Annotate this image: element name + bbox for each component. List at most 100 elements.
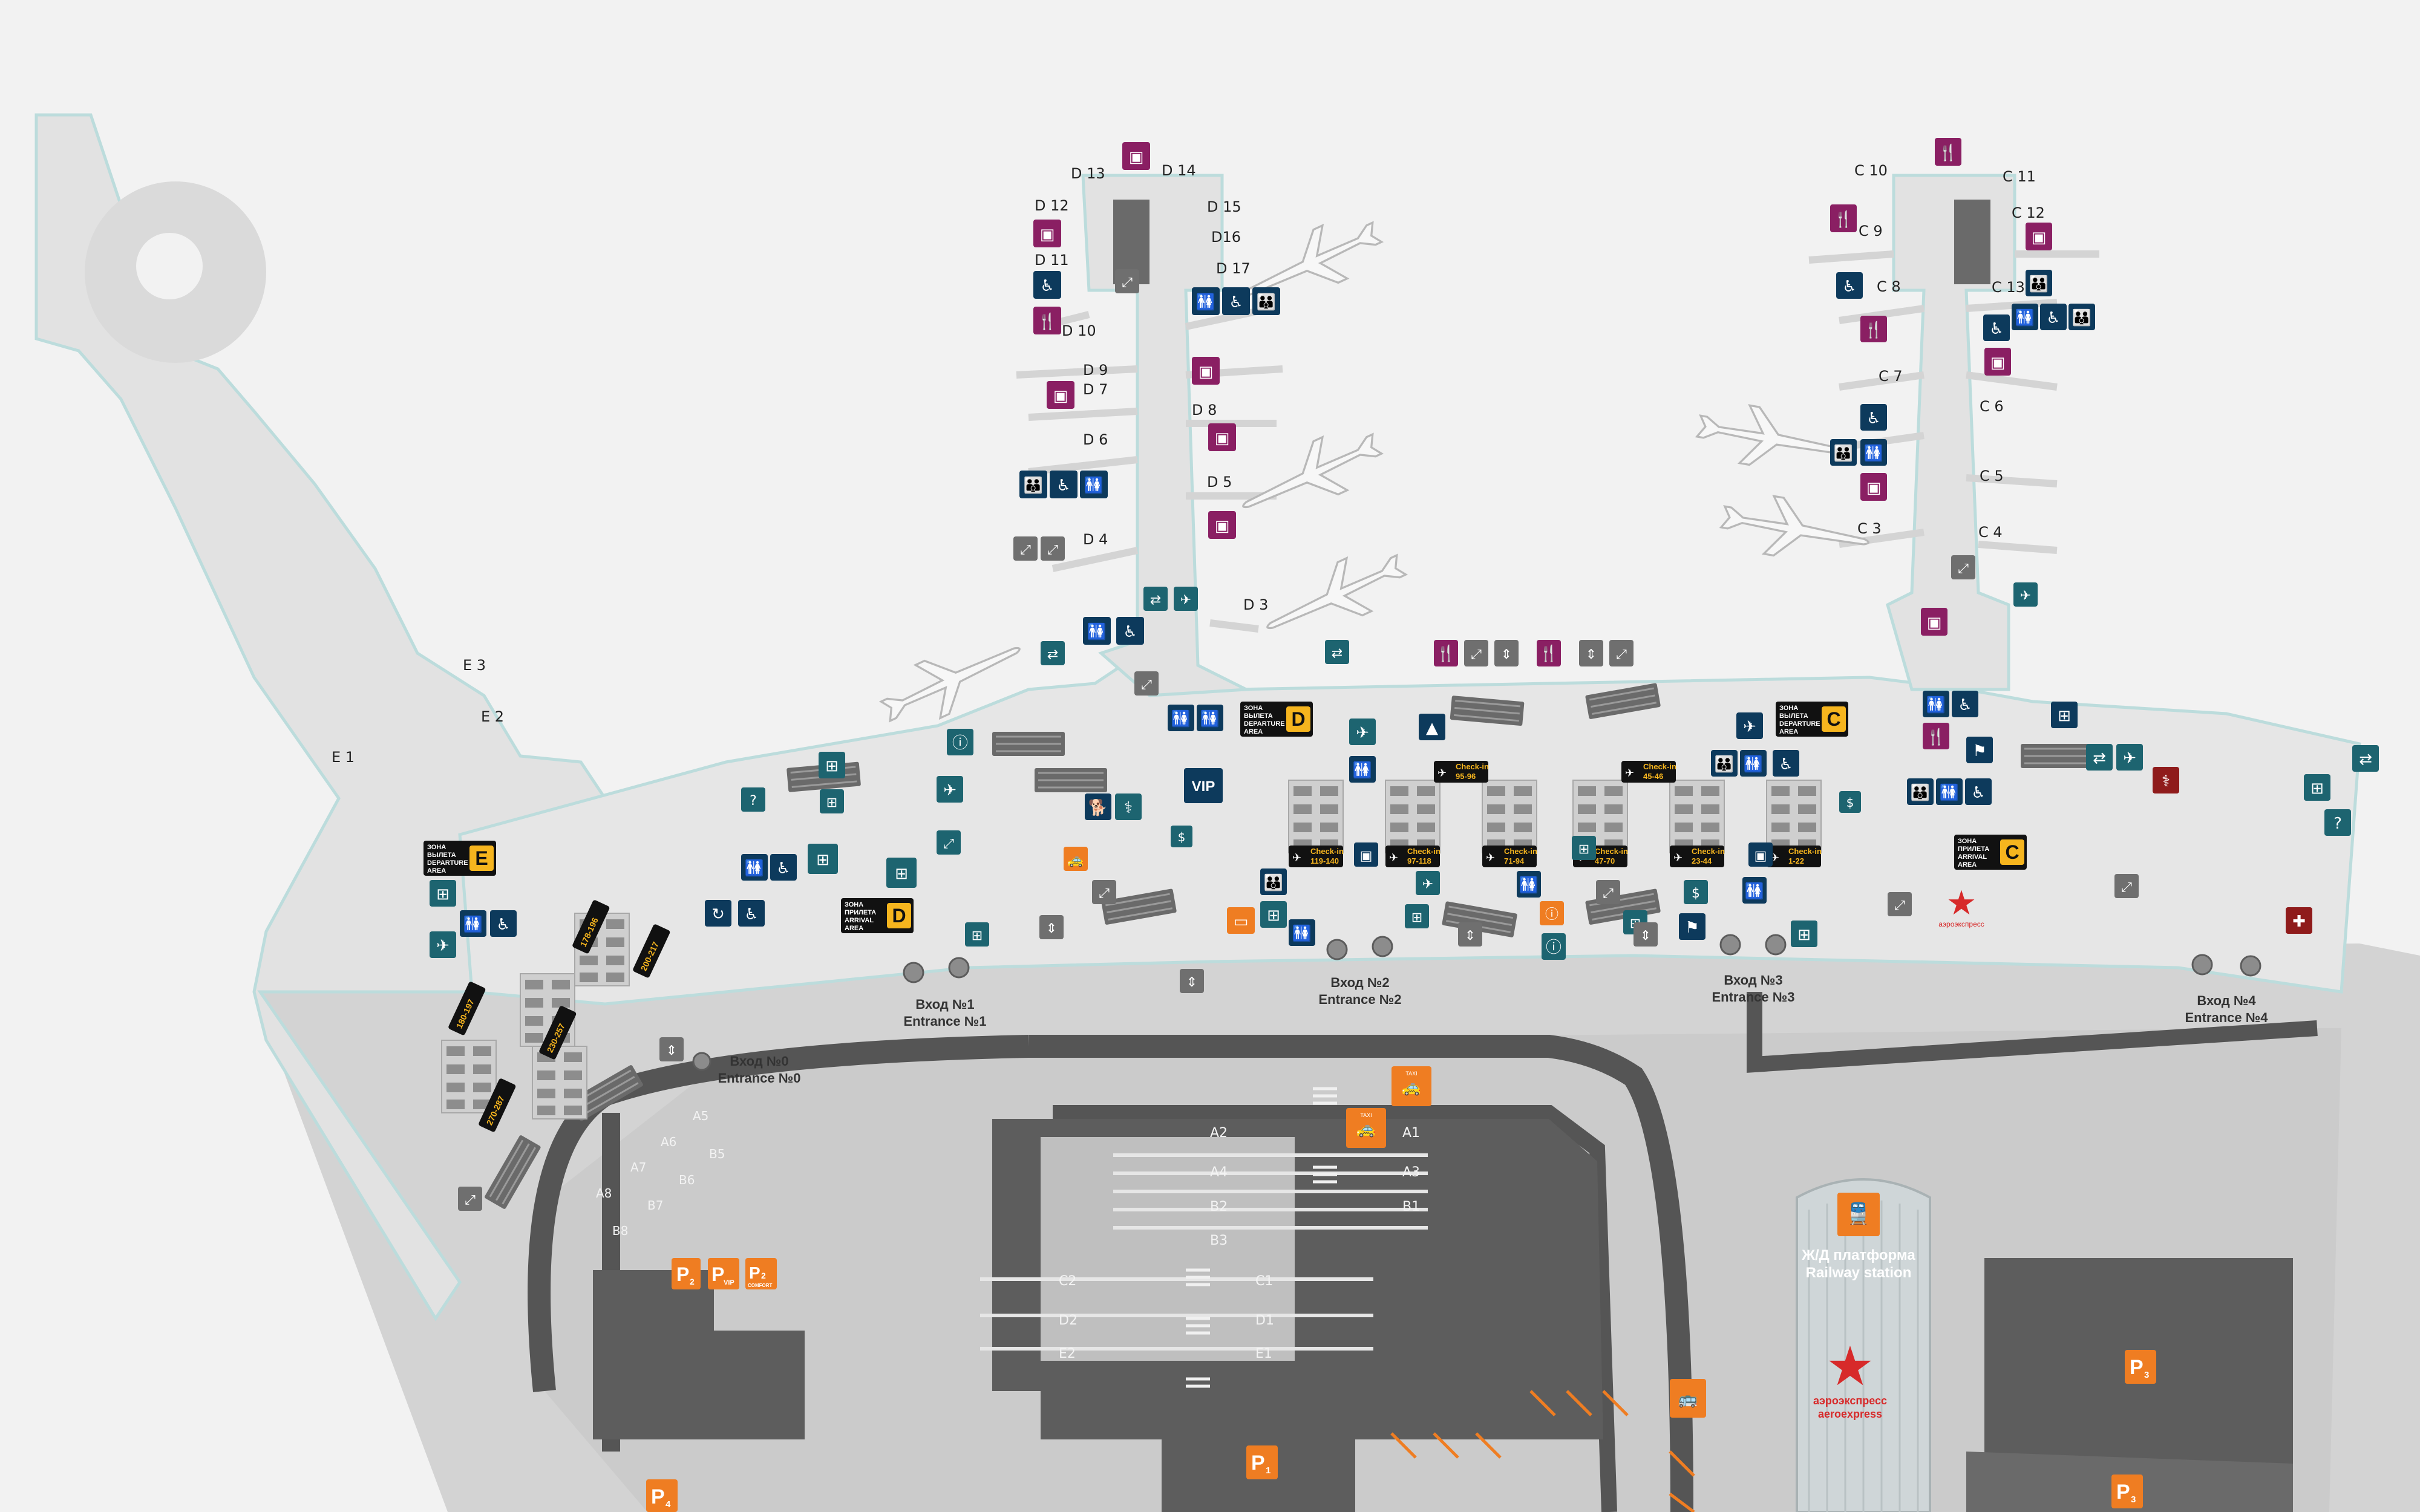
lost-found-icon[interactable]: ⊞ xyxy=(1572,836,1596,860)
baggage-claim-icon[interactable]: ⊞ xyxy=(886,858,917,888)
luggage-cart-icon[interactable]: ⊞ xyxy=(1791,921,1817,947)
atm-icon[interactable]: $ xyxy=(1171,826,1192,847)
elevator-icon[interactable]: ⇕ xyxy=(1039,915,1064,939)
mother-child-icon[interactable]: 👪 xyxy=(1830,439,1857,466)
escalator-icon[interactable]: ⤢ xyxy=(1888,892,1912,916)
toilet-icon[interactable]: 🚻 xyxy=(1168,705,1194,731)
toilet-icon[interactable]: 🚻 xyxy=(741,854,768,881)
transfer-icon[interactable]: ⇄ xyxy=(1041,641,1065,665)
escalator-icon[interactable]: ⤢ xyxy=(2114,874,2139,898)
toilet-icon[interactable]: 🚻 xyxy=(1860,439,1887,466)
luggage-cart-icon[interactable]: ⊞ xyxy=(430,880,456,907)
lost-found-icon[interactable]: ? xyxy=(741,787,765,812)
toilet-icon[interactable]: 🚻 xyxy=(1197,705,1223,731)
info-icon[interactable]: ⓘ xyxy=(947,729,973,755)
departures-icon[interactable]: ✈ xyxy=(1349,719,1376,745)
baggage-claim-icon[interactable]: ⇄ xyxy=(2352,745,2379,772)
luggage-cart-icon[interactable]: ⊞ xyxy=(965,922,989,947)
shop-icon[interactable]: ▲ xyxy=(1419,714,1445,740)
escalator-icon[interactable]: ⤢ xyxy=(1115,269,1139,293)
entrance-doors[interactable] xyxy=(692,934,2261,1071)
restaurant-icon[interactable]: 🍴 xyxy=(1923,723,1949,749)
elevator-icon[interactable]: ⇕ xyxy=(1494,640,1519,666)
wheelchair-icon[interactable]: ♿ xyxy=(770,854,797,881)
elevator-icon[interactable]: ⇕ xyxy=(1180,969,1204,993)
toilet-icon[interactable]: 🚻 xyxy=(1083,617,1111,645)
restaurant-icon[interactable]: 🍴 xyxy=(1830,204,1857,232)
atm-icon[interactable]: ▣ xyxy=(1748,842,1773,867)
wheelchair-icon[interactable]: ♿ xyxy=(1836,272,1863,299)
toilet-icon[interactable]: 🚻 xyxy=(1740,750,1767,777)
train-icon[interactable]: 🚆 xyxy=(1837,1193,1880,1236)
wheelchair-icon[interactable]: ♿ xyxy=(1860,404,1887,431)
departures-icon[interactable]: ✈ xyxy=(1736,712,1763,739)
mother-child-icon[interactable]: 👪 xyxy=(2068,304,2095,330)
luggage-cart-icon[interactable]: ⊞ xyxy=(1260,901,1287,928)
transfer-icon[interactable]: ⇄ xyxy=(1325,640,1349,664)
toilet-icon[interactable]: 🚻 xyxy=(460,910,486,937)
wheelchair-icon[interactable]: ♿ xyxy=(1033,271,1061,299)
lost-found-icon[interactable]: ? xyxy=(2324,809,2351,836)
restaurant-icon[interactable]: 🍴 xyxy=(1434,640,1458,666)
taxi-icon[interactable]: 🚕 xyxy=(1064,847,1088,871)
escalator-icon[interactable]: ⤢ xyxy=(1041,536,1065,561)
toilet-icon[interactable]: 🚻 xyxy=(1349,756,1376,783)
wheelchair-icon[interactable]: ♿ xyxy=(1952,691,1978,717)
departures-icon[interactable]: ✈ xyxy=(430,931,456,958)
toilet-icon[interactable]: 🚻 xyxy=(1742,877,1767,904)
pharmacy-icon[interactable]: ⚕ xyxy=(2153,767,2179,793)
escalator-icon[interactable]: ⤢ xyxy=(1013,536,1038,561)
escalator-icon[interactable]: ⤢ xyxy=(937,830,961,855)
shop-icon[interactable]: ▣ xyxy=(2026,223,2052,250)
mother-child-icon[interactable]: 👪 xyxy=(1260,868,1287,895)
luggage-cart-icon[interactable]: ⊞ xyxy=(819,752,845,778)
shop-icon[interactable]: ▣ xyxy=(1122,142,1150,170)
toilet-icon[interactable]: 🚻 xyxy=(1923,691,1949,717)
pharmacy-icon[interactable]: ⚕ xyxy=(1115,793,1142,820)
departures-icon[interactable]: ✈ xyxy=(1174,587,1198,611)
restaurant-icon[interactable]: 🍴 xyxy=(1935,138,1961,166)
restaurant-icon[interactable]: 🍴 xyxy=(1537,640,1561,666)
wheelchair-icon[interactable]: ♿ xyxy=(738,900,765,927)
mother-child-icon[interactable]: 👪 xyxy=(1907,778,1934,805)
mother-child-icon[interactable]: 👪 xyxy=(1711,750,1738,777)
luggage-cart-icon[interactable]: ⊞ xyxy=(2051,702,2078,728)
police-icon[interactable]: ⚑ xyxy=(1966,737,1993,763)
arrivals-icon[interactable]: ✈ xyxy=(2116,744,2143,771)
mother-child-icon[interactable]: 👪 xyxy=(2026,270,2052,296)
mother-child-icon[interactable]: 👪 xyxy=(1252,287,1280,315)
toilet-icon[interactable]: 🚻 xyxy=(1289,919,1315,946)
toilet-icon[interactable]: 🚻 xyxy=(1936,778,1963,805)
toilet-icon[interactable]: 🚻 xyxy=(1517,871,1541,898)
wheelchair-icon[interactable]: ♿ xyxy=(1116,617,1144,645)
shop-icon[interactable]: ▣ xyxy=(1921,608,1947,636)
elevator-icon[interactable]: ⇕ xyxy=(1579,640,1603,666)
luggage-cart-icon[interactable]: ⊞ xyxy=(1405,904,1429,928)
toilet-icon[interactable]: 🚻 xyxy=(1080,471,1108,498)
arrivals-icon[interactable]: ⚑ xyxy=(1679,913,1705,940)
shop-icon[interactable]: ▣ xyxy=(1047,381,1074,409)
transfer-icon[interactable]: ↻ xyxy=(705,900,731,927)
dog-icon[interactable]: 🐕 xyxy=(1085,793,1111,820)
shop-icon[interactable]: ▣ xyxy=(1860,473,1887,501)
bus-icon[interactable]: ▭ xyxy=(1227,907,1255,934)
taxi-icon[interactable]: 🚕 xyxy=(1392,1066,1431,1106)
luggage-cart-icon[interactable]: ⊞ xyxy=(820,789,844,813)
info-icon[interactable]: ⓘ xyxy=(1542,933,1566,960)
wheelchair-icon[interactable]: ♿ xyxy=(2040,304,2067,330)
bus-icon[interactable]: 🚌 xyxy=(1670,1379,1706,1418)
taxi-icon[interactable]: 🚕 xyxy=(1346,1108,1386,1148)
shop-icon[interactable]: ▣ xyxy=(1192,357,1220,385)
wheelchair-icon[interactable]: ♿ xyxy=(1222,287,1250,315)
escalator-icon[interactable]: ⤢ xyxy=(1596,880,1620,904)
shop-icon[interactable]: ▣ xyxy=(1208,423,1236,451)
arrivals-icon[interactable]: ✈ xyxy=(1416,871,1440,895)
baggage-claim-icon[interactable]: ⊞ xyxy=(808,844,838,874)
